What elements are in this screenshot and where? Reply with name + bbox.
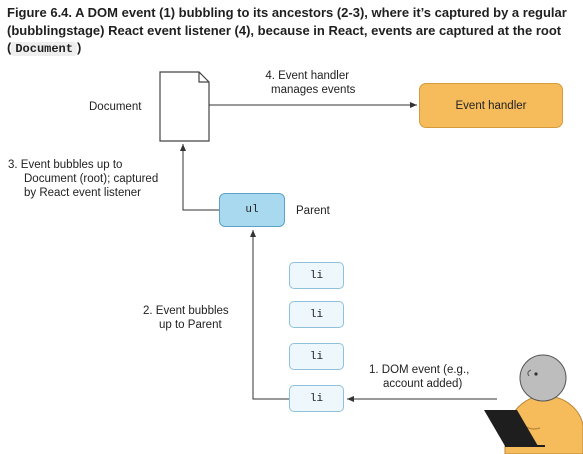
bubble-root-line-3: by React event listener xyxy=(24,187,141,199)
event-handler-box: Event handler xyxy=(419,83,563,128)
bubble-parent-note: 2. Event bubbles up to Parent xyxy=(143,304,229,332)
li-label: li xyxy=(309,392,324,405)
dom-event-line-1: 1. DOM event (e.g., xyxy=(369,364,470,376)
li-box: li xyxy=(289,385,344,412)
bubble-parent-line-2: up to Parent xyxy=(159,319,222,331)
parent-label: Parent xyxy=(296,205,330,217)
caption-text: Figure 6.4. A DOM event (1) bubbling to … xyxy=(7,5,567,55)
bubble-root-line-1: 3. Event bubbles up to xyxy=(8,159,123,171)
bubble-root-note: 3. Event bubbles up to Document (root); … xyxy=(8,158,158,200)
li-label: li xyxy=(309,350,324,363)
li-label: li xyxy=(309,308,324,321)
handler-note-line-2: manages events xyxy=(271,84,356,96)
ul-label: ul xyxy=(245,204,259,216)
li-label: li xyxy=(309,269,324,282)
document-label: Document xyxy=(89,101,142,113)
caption-code: Document xyxy=(11,42,77,56)
arrow-ul-to-document xyxy=(180,144,219,211)
bubble-root-line-2: Document (root); captured xyxy=(24,173,159,185)
laptop-icon xyxy=(484,410,545,447)
li-box: li xyxy=(289,343,344,370)
li-box: li xyxy=(289,301,344,328)
dom-event-note: 1. DOM event (e.g., account added) xyxy=(369,363,469,391)
ul-box: ul xyxy=(219,193,285,227)
arrow-li-to-ul xyxy=(250,230,289,400)
handler-note-line-1: 4. Event handler xyxy=(265,70,350,82)
bubble-parent-line-1: 2. Event bubbles xyxy=(143,305,229,317)
figure-caption: Figure 6.4. A DOM event (1) bubbling to … xyxy=(7,4,577,59)
event-handler-label: Event handler xyxy=(455,99,527,112)
handler-note: 4. Event handler manages events xyxy=(259,69,355,97)
caption-end: ) xyxy=(76,40,82,55)
document-page-icon xyxy=(159,71,210,142)
dom-event-line-2: account added) xyxy=(383,378,463,390)
li-box: li xyxy=(289,262,344,289)
